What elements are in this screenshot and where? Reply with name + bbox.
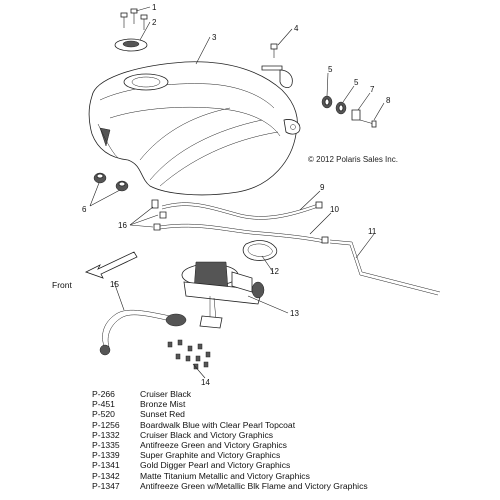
callout-16: 16 [118, 221, 127, 230]
paint-code-legend: P-266 Cruiser Black P-451 Bronze Mist P-52… [92, 389, 492, 491]
legend-desc: Gold Digger Pearl and Victory Graphics [140, 460, 291, 471]
callout-13: 13 [290, 309, 299, 318]
callout-15: 15 [110, 280, 119, 289]
fuel-tank [88, 61, 301, 196]
callout-3: 3 [212, 33, 217, 42]
callout-12: 12 [270, 267, 279, 276]
legend-row: P-1332 Cruiser Black and Victory Graphics [92, 430, 492, 440]
legend-row: P-451 Bronze Mist [92, 399, 492, 409]
legend-desc: Antifreeze Green and Victory Graphics [140, 440, 287, 451]
fuel-line-15 [99, 309, 187, 356]
callout-11: 11 [368, 227, 377, 236]
legend-row: P-266 Cruiser Black [92, 389, 492, 399]
callout-1: 1 [152, 3, 157, 12]
callout-5a: 5 [328, 65, 333, 74]
legend-row: P-1341 Gold Digger Pearl and Victory Grap… [92, 460, 492, 470]
legend-row: P-1335 Antifreeze Green and Victory Graph… [92, 440, 492, 450]
callout-8: 8 [386, 96, 391, 105]
filler-cap-flange [114, 38, 148, 52]
clips-16 [151, 199, 167, 231]
callout-14: 14 [201, 378, 210, 387]
legend-code: P-1256 [92, 419, 120, 430]
legend-row: P-1256 Boardwalk Blue with Clear Pearl To… [92, 420, 492, 430]
legend-row: P-1339 Super Graphite and Victory Graphic… [92, 450, 492, 460]
callout-9: 9 [320, 183, 325, 192]
front-arrow: Front [52, 251, 138, 290]
vent-line-11 [329, 239, 441, 296]
leader-lines [89, 6, 385, 379]
legend-desc: Sunset Red [140, 409, 185, 420]
callouts: 1 2 3 4 5 5 7 8 6 9 10 11 12 13 14 15 16 [82, 3, 391, 387]
vent-line-10 [159, 223, 329, 244]
legend-code: P-1335 [92, 440, 120, 451]
legend-code: P-1347 [92, 480, 120, 491]
callout-2: 2 [152, 18, 157, 27]
legend-row: P-520 Sunset Red [92, 409, 492, 419]
front-grommets-6 [93, 172, 129, 192]
legend-desc: Antifreeze Green w/Metallic Blk Flame an… [140, 480, 368, 491]
callout-10: 10 [330, 205, 339, 214]
grommet-5b [335, 101, 347, 115]
front-label: Front [52, 280, 72, 290]
vent-line-9 [161, 201, 323, 220]
legend-code: P-520 [92, 409, 115, 420]
legend-row: P-1342 Matte Titanium Metallic and Victor… [92, 471, 492, 481]
legend-code: P-1339 [92, 450, 120, 461]
legend-desc: Cruiser Black [140, 389, 192, 399]
mount-bolt-4 [261, 43, 293, 88]
legend-desc: Bronze Mist [140, 399, 186, 410]
legend-desc: Matte Titanium Metallic and Victory Grap… [140, 470, 310, 481]
legend-desc: Boardwalk Blue with Clear Pearl Topcoat [140, 419, 296, 430]
legend-desc: Super Graphite and Victory Graphics [140, 450, 281, 461]
legend-code: P-1341 [92, 460, 120, 471]
legend-row: P-1347 Antifreeze Green w/Metallic Blk Fl… [92, 481, 492, 491]
pump-gasket-12 [242, 240, 278, 261]
fuel-pump-13 [181, 261, 265, 329]
legend-code: P-1332 [92, 429, 120, 440]
callout-4: 4 [294, 24, 299, 33]
copyright-notice: © 2012 Polaris Sales Inc. [308, 155, 398, 164]
filler-cap-screws [120, 8, 148, 30]
legend-code: P-266 [92, 389, 115, 399]
legend-code: P-451 [92, 399, 115, 410]
screws-14 [167, 339, 211, 370]
legend-code: P-1342 [92, 470, 120, 481]
callout-7: 7 [370, 85, 375, 94]
callout-6: 6 [82, 205, 87, 214]
legend-desc: Cruiser Black and Victory Graphics [140, 429, 274, 440]
bolt-8 [359, 119, 377, 128]
grommet-5a [321, 95, 333, 109]
callout-5b: 5 [354, 78, 359, 87]
spacer-7 [351, 109, 361, 121]
